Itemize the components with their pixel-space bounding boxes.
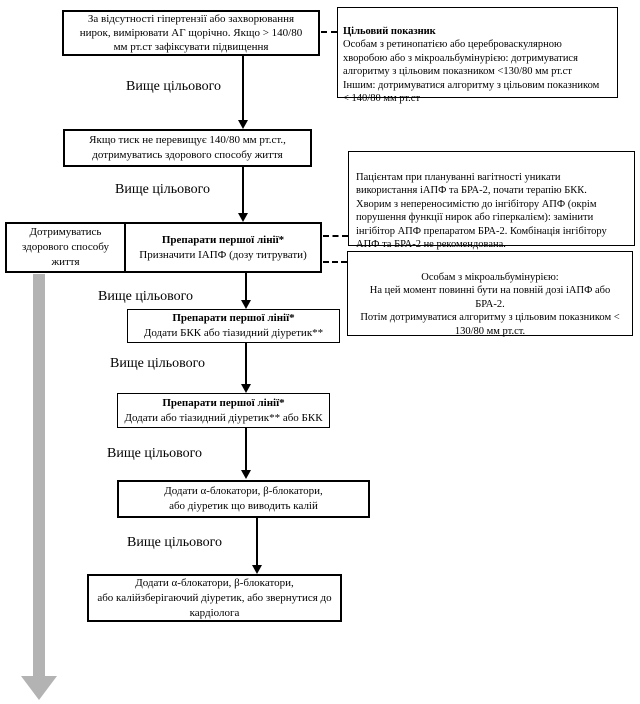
gray-lifestyle-arrow-shaft [33, 274, 45, 676]
first-line-step2-body: Додати БКК або тіазидний діуретик** [143, 327, 324, 339]
flow-arrow-line-2 [242, 167, 244, 213]
above-target-label-2: Вище цільового [115, 182, 210, 197]
first-line-step3-body: Додати або тіазидний діуретик** або БКК [124, 411, 323, 424]
cardiologist-referral-box: Додати α-блокатори, β-блокатори, або кал… [87, 574, 342, 622]
above-target-label-5: Вище цільового [107, 446, 202, 461]
target-indicator-note: Цільовий показник Особам з ретинопатією … [337, 7, 618, 104]
above-target-label-1: Вище цільового [126, 79, 221, 94]
first-line-step3-box: Препарати першої лінії* Додати або тіази… [117, 393, 330, 428]
target-indicator-title: Цільовий показник [343, 25, 436, 37]
pressure-check-text: Якщо тиск не перевищує 140/80 мм рт.ст.,… [89, 134, 286, 161]
flow-arrowhead-icon-4 [241, 384, 251, 393]
first-line-step1-body: Призначити ІАПФ (дозу титрувати) [139, 248, 307, 261]
first-line-step1-title: Препарати першої лінії* [161, 233, 285, 246]
target-indicator-body: Особам з ретинопатією або цереброваскуля… [343, 39, 600, 104]
pressure-check-box: Якщо тиск не перевищує 140/80 мм рт.ст.,… [63, 129, 312, 167]
pregnancy-note: Пацієнтам при плануванні вагітності уник… [348, 151, 635, 250]
dashed-connector-target [321, 31, 337, 33]
add-blockers-box: Додати α-блокатори, β-блокатори, або діу… [117, 480, 370, 518]
screening-text: За відсутності гіпертензії або захворюва… [79, 13, 303, 53]
flow-arrow-line-6 [256, 518, 258, 565]
microalbuminuria-note: Особам з мікроальбумінурією: На цей моме… [347, 251, 633, 337]
above-target-label-4: Вище цільового [110, 356, 205, 371]
lifestyle-text: Дотримуватись здорового способу життя [22, 226, 109, 268]
add-blockers-text: Додати α-блокатори, β-блокатори, або діу… [164, 485, 323, 512]
dashed-connector-pregnancy [323, 235, 348, 237]
dashed-connector-microalbuminuria [323, 261, 347, 263]
flow-arrowhead-icon-6 [252, 565, 262, 574]
flow-arrowhead-icon-5 [241, 470, 251, 479]
flow-arrow-line-5 [245, 428, 247, 470]
pregnancy-note-text: Пацієнтам при плануванні вагітності уник… [356, 171, 607, 251]
first-line-step1-box: Препарати першої лінії* Призначити ІАПФ … [124, 222, 322, 273]
flow-arrowhead-icon-1 [238, 120, 248, 129]
flow-arrow-line-4 [245, 343, 247, 384]
cardiologist-referral-text: Додати α-блокатори, β-блокатори, або кал… [97, 576, 332, 619]
flow-arrow-line-3 [245, 273, 247, 300]
microalbuminuria-note-text: Особам з мікроальбумінурією: На цей моме… [360, 271, 620, 337]
gray-lifestyle-arrowhead-icon [21, 676, 57, 700]
lifestyle-box: Дотримуватись здорового способу життя [5, 222, 126, 273]
first-line-step2-title: Препарати першої лінії* [172, 312, 295, 324]
screening-box: За відсутності гіпертензії або захворюва… [62, 10, 320, 56]
first-line-step2-box: Препарати першої лінії* Додати БКК або т… [127, 309, 340, 343]
flow-arrowhead-icon-3 [241, 300, 251, 309]
above-target-label-3: Вище цільового [98, 289, 193, 304]
first-line-step3-title: Препарати першої лінії* [162, 396, 285, 409]
flow-arrowhead-icon-2 [238, 213, 248, 222]
flow-arrow-line-1 [242, 56, 244, 120]
above-target-label-6: Вище цільового [127, 535, 222, 550]
